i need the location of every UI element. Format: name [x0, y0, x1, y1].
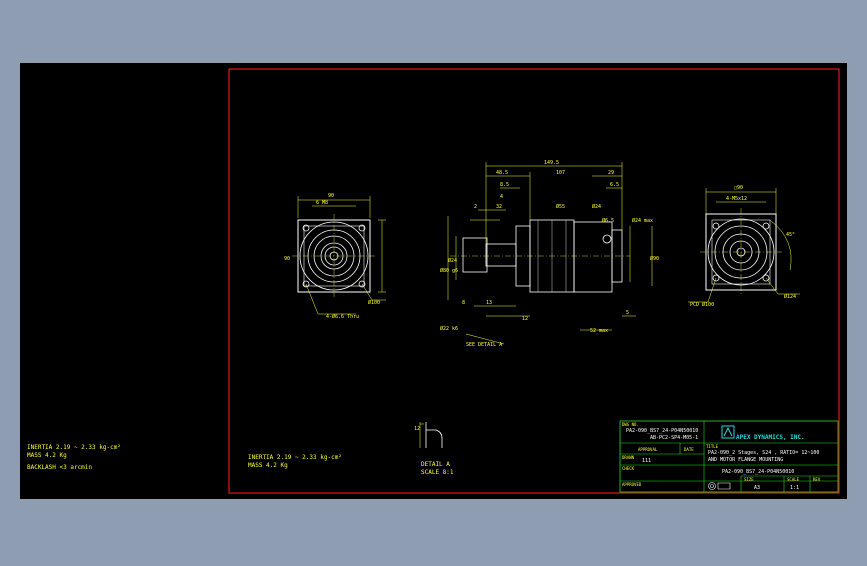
side-dim-20: Ø90: [650, 255, 659, 262]
side-dim-16: Ø80 g6: [440, 267, 458, 274]
center-mass-note: MASS 4.2 Kg: [248, 462, 288, 469]
date-label: DATE: [684, 447, 694, 452]
rear-diameter-dim: Ø124: [784, 293, 796, 300]
drawn-value: 111: [642, 458, 651, 464]
rear-view: □90 4-M5x12 45° PCD Ø100 Ø124: [688, 185, 800, 308]
side-dim-6: 2: [474, 204, 477, 210]
center-notes: INERTIA 2.19 ~ 2.33 kg-cm² MASS 4.2 Kg: [248, 454, 342, 469]
side-dim-19: Ø24 max: [632, 217, 653, 224]
model-space: [20, 63, 847, 499]
side-view: 149.5 48.5 107 29 8.5 6.5 2 4 32 8 13 12…: [440, 160, 659, 348]
center-inertia-note: INERTIA 2.19 ~ 2.33 kg-cm²: [248, 454, 342, 461]
title-line-3: PA2-090_BS7_24-P04N50010: [722, 469, 794, 475]
rear-angle-dim: 45°: [786, 232, 795, 238]
check-label: CHECK: [622, 466, 635, 471]
front-width-dim: 90: [328, 193, 334, 199]
side-dim-18: Ø22 k6: [440, 325, 458, 332]
size-label: SIZE: [744, 477, 754, 482]
side-dim-12: 5: [626, 310, 629, 316]
side-dim-10: 13: [486, 300, 492, 306]
side-dim-21: Ø6.5: [602, 217, 614, 224]
left-mass-note: MASS 4.2 Kg: [27, 452, 67, 459]
detail-dim: 12: [414, 426, 420, 432]
side-dim-13: 52 max: [590, 328, 608, 334]
rev-label: REV: [813, 477, 821, 482]
side-dim-11: 12: [522, 316, 528, 322]
dwg-no: PA2-090_BS7_24-P04N50010: [626, 428, 698, 434]
front-height-dim: 90: [284, 256, 290, 262]
side-dim-4: 8.5: [500, 182, 509, 188]
left-backlash-note: BACKLASH <3 arcmin: [27, 464, 92, 471]
approved-label: APPROVED: [622, 482, 642, 487]
side-dim-3: 29: [608, 170, 614, 176]
rear-pcd-dim: PCD Ø100: [690, 301, 714, 308]
side-dim-2: 107: [556, 170, 565, 176]
approval-label: APPROVAL: [638, 447, 658, 452]
title-block: DWG NO. PA2-090_BS7_24-P04N50010 AB-PC2-…: [619, 420, 839, 493]
side-dim-15: Ø24: [592, 203, 601, 210]
left-inertia-note: INERTIA 2.19 ~ 2.33 kg-cm²: [27, 444, 121, 451]
side-dim-17: Ø24: [448, 257, 457, 264]
dwg-no-label: DWG NO.: [622, 422, 639, 427]
detail-scale: SCALE 8:1: [421, 469, 454, 476]
rear-holes-dim: 4-M5x12: [726, 196, 747, 202]
detail-a: 12 DETAIL A SCALE 8:1: [414, 422, 454, 476]
front-view: 90 6 M8 90 Ø100 4-Ø6.6 Thru: [284, 193, 386, 320]
scale-value: 1:1: [790, 485, 799, 491]
title-label: TITLE: [706, 444, 719, 449]
detail-title: DETAIL A: [421, 461, 450, 468]
side-dim-1: 48.5: [496, 170, 508, 176]
drawn-label: DRAWN: [622, 455, 635, 460]
sheet-border: [228, 68, 840, 494]
title-line-1: PA2-090_2 Stages, S24 , RATIO= 12~100: [708, 450, 819, 456]
front-thru-dim: 4-Ø6.6 Thru: [326, 313, 359, 320]
see-detail-note: SEE DETAIL A: [466, 342, 502, 348]
company-name: APEX DYNAMICS, INC.: [736, 434, 805, 441]
left-notes: INERTIA 2.19 ~ 2.33 kg-cm² MASS 4.2 Kg B…: [27, 444, 121, 471]
front-holes-dim: 6 M8: [316, 200, 328, 206]
side-dim-14: Ø55: [556, 203, 565, 210]
side-dim-9: 8: [462, 300, 465, 306]
side-dim-8: 32: [496, 204, 502, 210]
front-diameter-dim: Ø100: [368, 299, 380, 306]
size-value: A3: [754, 485, 760, 491]
rear-square-dim: □90: [734, 185, 743, 191]
scale-label: SCALE: [787, 477, 800, 482]
ab-code: AB-PC2-SP4-M05-1: [650, 435, 698, 441]
title-line-2: AND MOTOR FLANGE MOUNTING: [708, 457, 783, 463]
side-overall-dim: 149.5: [544, 160, 559, 166]
side-dim-7: 4: [500, 194, 503, 200]
side-dim-5: 6.5: [610, 182, 619, 188]
